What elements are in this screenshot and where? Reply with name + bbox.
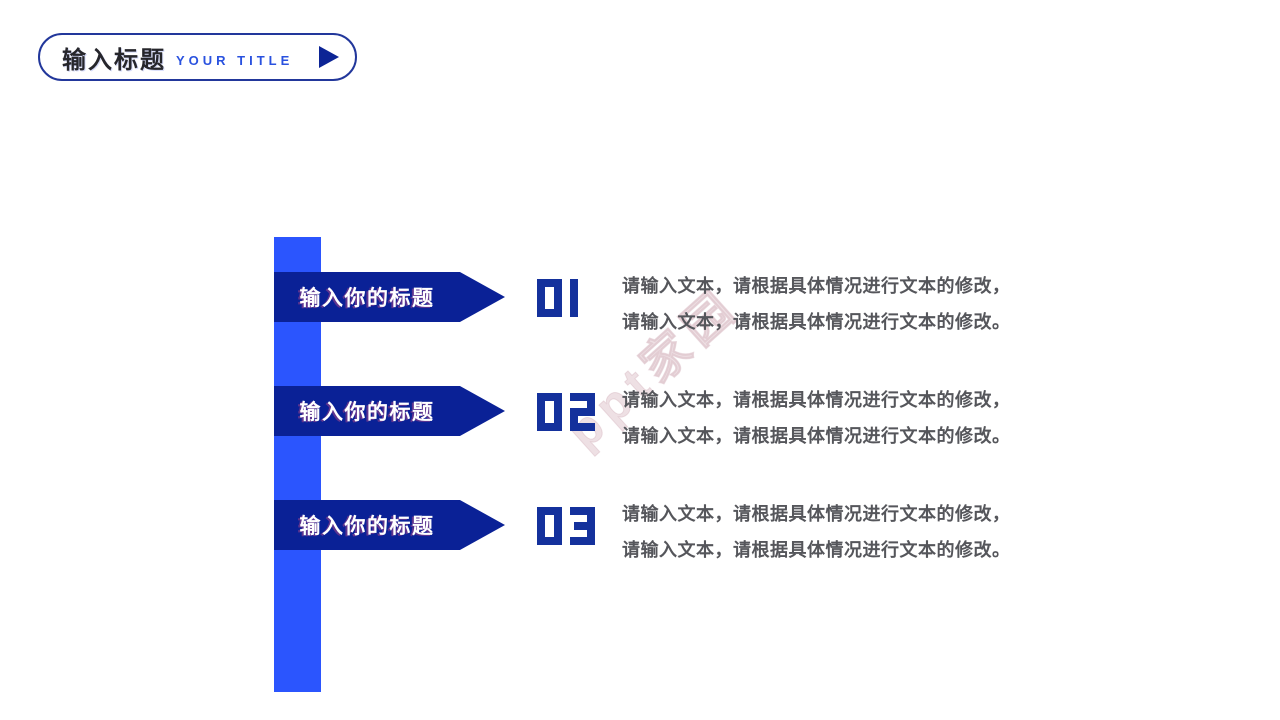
body-line: 请输入文本，请根据具体情况进行文本的修改， xyxy=(622,390,1011,410)
body-line: 请输入文本，请根据具体情况进行文本的修改。 xyxy=(622,312,1011,332)
list-item-1: 输入你的标题 请输入文本，请根据具体情况进行文本的修改， 请输入文本，请根据具体… xyxy=(0,272,1280,332)
row-body-text-1[interactable]: 请输入文本，请根据具体情况进行文本的修改， 请输入文本，请根据具体情况进行文本的… xyxy=(622,268,1042,340)
list-item-3: 输入你的标题 请输入文本，请根据具体情况进行文本的修改， 请输入文本，请根据具体… xyxy=(0,500,1280,560)
row-title-banner-3[interactable]: 输入你的标题 xyxy=(274,500,505,550)
row-body-text-2[interactable]: 请输入文本，请根据具体情况进行文本的修改， 请输入文本，请根据具体情况进行文本的… xyxy=(622,382,1042,454)
body-line: 请输入文本，请根据具体情况进行文本的修改。 xyxy=(622,540,1011,560)
play-triangle-icon xyxy=(319,46,339,68)
row-title-3: 输入你的标题 xyxy=(299,515,435,538)
row-number-3 xyxy=(537,507,595,545)
row-title-banner-1[interactable]: 输入你的标题 xyxy=(274,272,505,322)
row-title-2: 输入你的标题 xyxy=(299,401,435,424)
row-body-text-3[interactable]: 请输入文本，请根据具体情况进行文本的修改， 请输入文本，请根据具体情况进行文本的… xyxy=(622,496,1042,568)
list-item-2: 输入你的标题 请输入文本，请根据具体情况进行文本的修改， 请输入文本，请根据具体… xyxy=(0,386,1280,446)
slide-title-en: YOUR TITLE xyxy=(176,52,294,68)
body-line: 请输入文本，请根据具体情况进行文本的修改。 xyxy=(622,426,1011,446)
row-number-1 xyxy=(537,279,578,317)
body-line: 请输入文本，请根据具体情况进行文本的修改， xyxy=(622,276,1011,296)
body-line: 请输入文本，请根据具体情况进行文本的修改， xyxy=(622,504,1011,524)
row-number-2 xyxy=(537,393,595,431)
slide-title-placeholder[interactable]: 输入标题 YOUR TITLE xyxy=(38,33,357,81)
row-title-banner-2[interactable]: 输入你的标题 xyxy=(274,386,505,436)
slide-title-cn: 输入标题 xyxy=(62,46,166,74)
row-title-1: 输入你的标题 xyxy=(299,287,435,310)
